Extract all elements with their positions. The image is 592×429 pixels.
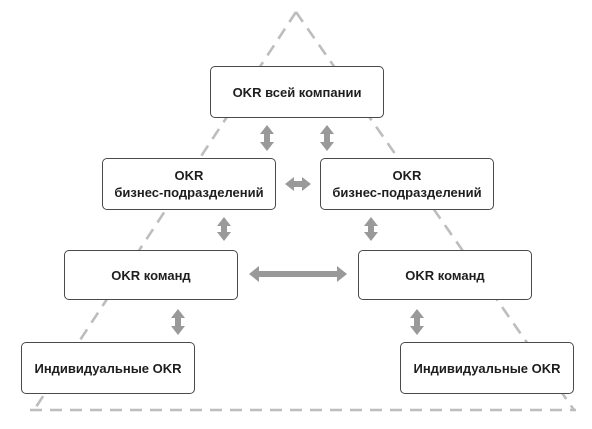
individual-okr-box-left: Индивидуальные OKR <box>21 342 195 394</box>
business-unit-okr-box-right: OKR бизнес-подразделений <box>320 158 494 210</box>
arrow-company-business-left <box>260 125 274 151</box>
individual-okr-label: Индивидуальные OKR <box>34 360 182 376</box>
arrow-team-individual-right <box>410 309 424 335</box>
company-okr-label: OKR всей компании <box>232 84 362 100</box>
individual-okr-box-right: Индивидуальные OKR <box>400 342 574 394</box>
team-okr-label: OKR команд <box>405 267 485 283</box>
individual-okr-label: Индивидуальные OKR <box>413 360 561 376</box>
arrow-business-team-right <box>364 217 378 241</box>
arrow-business-left-right <box>285 177 311 191</box>
arrow-team-individual-left <box>171 309 185 335</box>
team-okr-box-left: OKR команд <box>64 250 238 300</box>
business-unit-okr-label-line1: OKR <box>174 168 204 183</box>
arrow-business-team-left <box>217 217 231 241</box>
business-unit-okr-label-line2: бизнес-подразделений <box>332 185 482 200</box>
business-unit-okr-label-line2: бизнес-подразделений <box>114 185 264 200</box>
company-okr-box: OKR всей компании <box>210 66 384 118</box>
arrow-team-left-right <box>249 266 347 282</box>
business-unit-okr-box-left: OKR бизнес-подразделений <box>102 158 276 210</box>
team-okr-box-right: OKR команд <box>358 250 532 300</box>
team-okr-label: OKR команд <box>111 267 191 283</box>
arrow-company-business-right <box>320 125 334 151</box>
business-unit-okr-label-line1: OKR <box>392 168 422 183</box>
